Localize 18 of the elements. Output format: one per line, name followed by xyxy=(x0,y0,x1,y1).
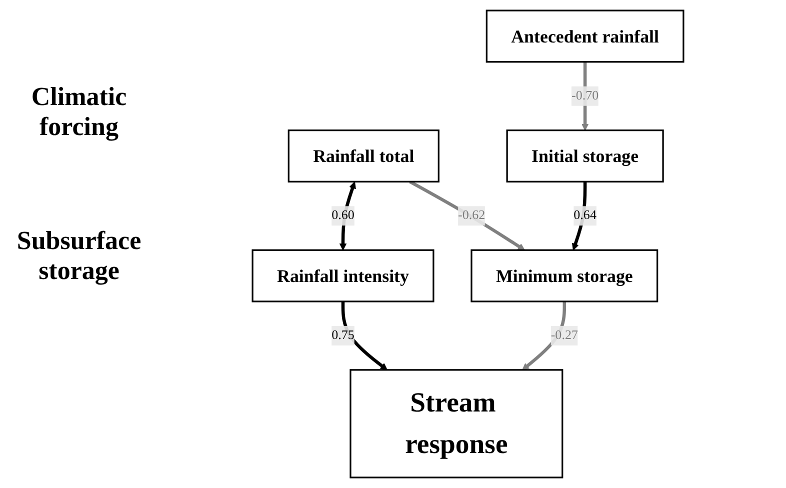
arrow xyxy=(409,180,525,250)
row-label: Subsurface storage xyxy=(16,226,142,286)
arrow xyxy=(572,182,587,250)
node-box: Minimum storage xyxy=(470,249,658,302)
node-box: Rainfall total xyxy=(288,130,440,182)
node-box: Antecedent rainfall xyxy=(486,10,684,63)
edge-label: -0.62 xyxy=(458,208,486,222)
node-box: Initial storage xyxy=(506,130,664,182)
edge-label: 0.75 xyxy=(332,328,354,342)
arrow xyxy=(339,182,356,250)
edge-label: -0.27 xyxy=(550,328,578,342)
edge-label: 0.64 xyxy=(574,208,596,222)
edge-label: 0.60 xyxy=(332,208,354,222)
node-box: Stream response xyxy=(350,369,564,478)
arrow xyxy=(341,301,388,370)
row-label: Climatic forcing xyxy=(30,82,128,142)
edge-label: -0.70 xyxy=(571,88,599,103)
node-box: Rainfall intensity xyxy=(252,249,434,302)
